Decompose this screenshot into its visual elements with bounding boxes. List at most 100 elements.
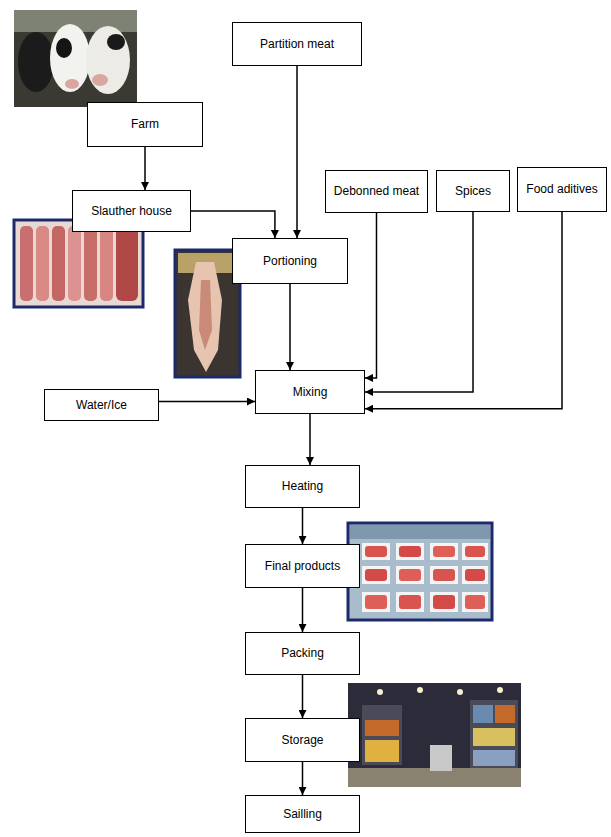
meat bbox=[399, 595, 421, 609]
meat bbox=[365, 546, 387, 557]
photo-frame bbox=[14, 220, 143, 307]
process-box: Slauther house bbox=[72, 190, 191, 232]
meat bbox=[433, 569, 455, 581]
cow-nose bbox=[65, 79, 79, 89]
flow-arrow bbox=[191, 211, 275, 238]
flow-arrow bbox=[302, 762, 304, 795]
photo-shelf bbox=[350, 525, 490, 539]
ceiling-light bbox=[457, 689, 463, 695]
box-label: Farm bbox=[131, 117, 159, 131]
tray bbox=[462, 592, 488, 612]
carcass-shape bbox=[52, 226, 65, 301]
flow-arrow bbox=[365, 212, 473, 392]
hanging-carcass-photo bbox=[175, 250, 240, 377]
process-box: Storage bbox=[245, 718, 360, 762]
tray bbox=[396, 543, 424, 560]
process-box: Final products bbox=[245, 544, 360, 588]
photo-frame bbox=[175, 250, 240, 377]
tray bbox=[362, 566, 390, 584]
box-label: Portioning bbox=[263, 254, 317, 268]
warehouse-photo bbox=[348, 683, 521, 787]
tray bbox=[362, 543, 390, 560]
ceiling-light bbox=[377, 689, 383, 695]
process-box: Mixing bbox=[255, 370, 365, 414]
stock-box bbox=[473, 728, 515, 746]
flow-arrow bbox=[159, 401, 255, 403]
tray bbox=[462, 566, 488, 584]
flow-arrow bbox=[296, 66, 298, 238]
process-box: Sailling bbox=[245, 795, 360, 833]
meat bbox=[365, 569, 387, 581]
box-label: Sailling bbox=[283, 807, 322, 821]
flow-arrow bbox=[302, 508, 304, 544]
ceiling-light bbox=[497, 687, 503, 693]
box-label: Debonned meat bbox=[334, 184, 419, 198]
stock-box bbox=[365, 720, 399, 736]
process-box: Farm bbox=[87, 102, 203, 147]
carcasses-photo bbox=[14, 220, 143, 307]
box-label: Heating bbox=[282, 479, 323, 493]
box-label: Partition meat bbox=[260, 37, 334, 51]
process-box: Packing bbox=[245, 632, 360, 675]
tray bbox=[396, 592, 424, 612]
stock-box bbox=[365, 740, 399, 762]
tray bbox=[462, 543, 488, 560]
connector-group bbox=[145, 66, 562, 795]
cow-shape bbox=[50, 24, 90, 92]
meat bbox=[433, 546, 455, 557]
carcass-shape bbox=[68, 226, 81, 301]
process-box: Water/Ice bbox=[44, 389, 159, 421]
box-label: Final products bbox=[265, 559, 340, 573]
process-box: Partition meat bbox=[232, 22, 362, 66]
stock-box bbox=[473, 705, 493, 723]
cow-patch bbox=[107, 34, 125, 50]
forklift bbox=[430, 745, 452, 771]
meat bbox=[465, 595, 485, 609]
meat bbox=[399, 569, 421, 581]
shelf bbox=[470, 700, 518, 770]
carcass-shape bbox=[20, 226, 33, 301]
box-label: Water/Ice bbox=[76, 398, 127, 412]
meat bbox=[433, 595, 455, 609]
meat bbox=[365, 595, 387, 609]
flow-arrow bbox=[144, 147, 146, 190]
ceiling-light bbox=[417, 687, 423, 693]
meat-trays-photo bbox=[348, 523, 492, 620]
carcass-detail bbox=[199, 280, 212, 350]
carcass-shape bbox=[36, 226, 49, 301]
box-label: Packing bbox=[281, 646, 324, 660]
photo-frame bbox=[348, 523, 492, 620]
tray bbox=[430, 566, 458, 584]
process-box: Heating bbox=[245, 465, 360, 508]
carcass-shape bbox=[188, 262, 222, 372]
carcass-shape bbox=[100, 226, 113, 301]
process-box: Debonned meat bbox=[325, 170, 428, 213]
flow-arrow bbox=[365, 213, 377, 378]
box-label: Mixing bbox=[293, 385, 328, 399]
box-label: Food aditives bbox=[526, 182, 597, 196]
cows-photo bbox=[14, 10, 137, 107]
tray bbox=[362, 592, 390, 612]
box-label: Slauther house bbox=[91, 204, 172, 218]
cow-patch bbox=[56, 38, 72, 58]
cow-shape bbox=[18, 32, 54, 92]
flow-arrow bbox=[365, 212, 562, 409]
meat bbox=[465, 569, 485, 581]
stock-box bbox=[495, 705, 515, 723]
shelf bbox=[362, 705, 402, 765]
box-label: Spices bbox=[455, 184, 491, 198]
cow-shape bbox=[86, 26, 130, 94]
flow-arrow bbox=[309, 414, 311, 465]
tray bbox=[396, 566, 424, 584]
meat bbox=[399, 546, 421, 557]
process-box: Spices bbox=[436, 170, 510, 212]
box-label: Storage bbox=[281, 733, 323, 747]
flow-arrow bbox=[302, 675, 304, 718]
carcass-shape bbox=[116, 226, 138, 301]
process-box: Portioning bbox=[232, 238, 348, 284]
flow-arrow bbox=[289, 284, 291, 370]
process-box: Food aditives bbox=[517, 167, 607, 212]
flow-arrow bbox=[302, 588, 304, 632]
